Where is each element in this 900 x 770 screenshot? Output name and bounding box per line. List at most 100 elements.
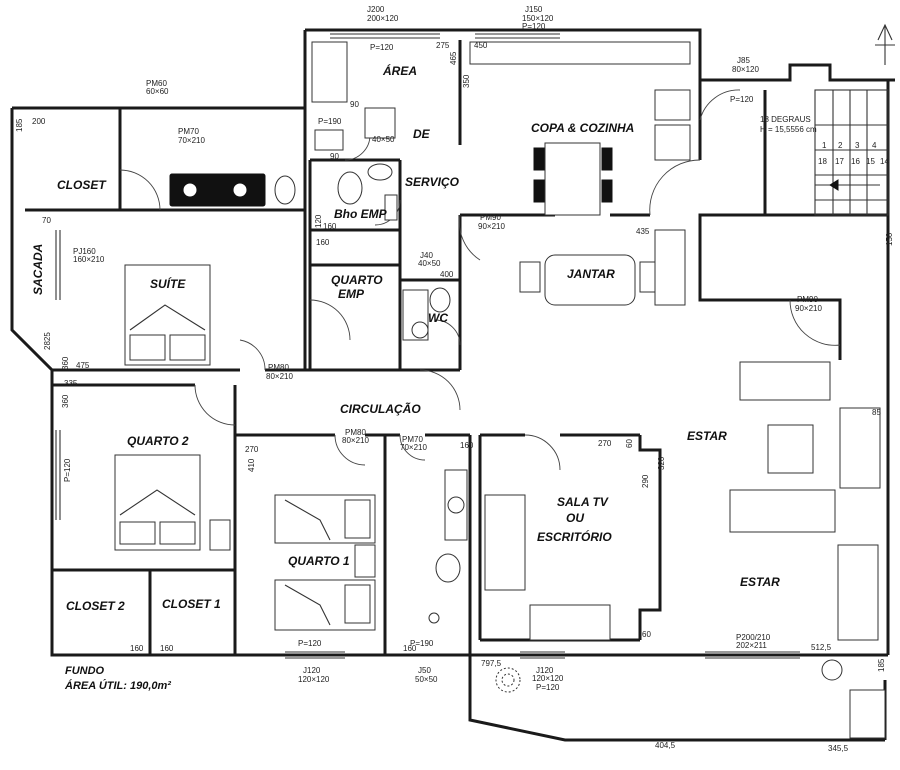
- dim-pm70x: PM70: [402, 435, 423, 444]
- dim-j120-sala: J120: [536, 666, 554, 675]
- stair-step-4: 4: [872, 141, 877, 150]
- dim-185b: 185: [877, 658, 886, 672]
- kitchen-fixtures: [311, 41, 691, 216]
- label-closet: CLOSET: [57, 178, 107, 192]
- dim-p190-serv: P=190: [318, 117, 342, 126]
- dim-160c: 160: [460, 441, 474, 450]
- dim-360b: 360: [61, 394, 70, 408]
- dim-j50b: 50×50: [415, 675, 438, 684]
- stair-labels: 18 DEGRAUS H = 15,5556 cm 1 2 3 4 18 17 …: [760, 115, 889, 166]
- living-furniture: [484, 229, 886, 739]
- dim-j120d-sala: 120×120: [532, 674, 564, 683]
- label-area: ÁREA: [382, 63, 417, 78]
- dim-200: 200: [32, 117, 46, 126]
- dim-j2c: P=120: [522, 22, 546, 31]
- dim-60b: 60: [642, 630, 651, 639]
- dim-435: 435: [636, 227, 650, 236]
- label-bho-emp: Bho EMP: [334, 207, 388, 221]
- label-quarto-2: QUARTO 2: [127, 434, 189, 448]
- dim-pm60: PM60: [146, 79, 167, 88]
- dim-185: 185: [15, 118, 24, 132]
- dim-pm60b: 60×60: [146, 87, 169, 96]
- stair-step-3: 3: [855, 141, 860, 150]
- dim-160f: 160: [403, 644, 417, 653]
- label-quarto-emp-2: EMP: [338, 287, 365, 301]
- stair-step-16: 16: [851, 157, 860, 166]
- dim-p120-top: P=120: [370, 43, 394, 52]
- dim-pm90: PM90: [797, 295, 818, 304]
- dim-3455: 345,5: [828, 744, 849, 753]
- label-closet-2: CLOSET 2: [66, 599, 125, 613]
- label-quarto-1: QUARTO 1: [288, 554, 350, 568]
- staircase: [814, 89, 889, 216]
- label-jantar: JANTAR: [567, 267, 615, 281]
- dim-j85: J85: [737, 56, 750, 65]
- dim-70: 70: [42, 216, 51, 225]
- dim-160d: 160: [130, 644, 144, 653]
- stair-step-14: 14: [880, 157, 889, 166]
- dim-j120b-q1: 120×120: [298, 675, 330, 684]
- label-sala-ou: OU: [566, 511, 584, 525]
- label-de: DE: [413, 127, 431, 141]
- dim-450: 450: [474, 41, 488, 50]
- dim-320: 320: [657, 456, 666, 470]
- plan-area: ÁREA ÚTIL: 190,0m²: [64, 679, 171, 692]
- dim-pm80a: PM80: [268, 363, 289, 372]
- dim-150: 150: [885, 232, 894, 246]
- dim-j2: J150: [525, 5, 543, 14]
- dim-pm70xb: 70×210: [400, 443, 427, 452]
- label-estar-lower: ESTAR: [740, 575, 780, 589]
- dim-160a: 160: [323, 222, 337, 231]
- stair-step-17: 17: [835, 157, 844, 166]
- dim-j2b: 150×120: [522, 14, 554, 23]
- label-sala-escritorio: ESCRITÓRIO: [537, 529, 612, 544]
- dim-pm90b: 90×210: [795, 304, 822, 313]
- dim-270a: 270: [245, 445, 259, 454]
- dim-pm70b: 70×210: [178, 136, 205, 145]
- dim-pm70: PM70: [178, 127, 199, 136]
- dim-4045: 404,5: [655, 741, 676, 750]
- dim-p190-wc: P=190: [410, 639, 434, 648]
- dimension-annotations: J200 200×120 J150 150×120 P=120 P=120 27…: [15, 5, 894, 753]
- dim-j40-serv: 40×50: [372, 135, 395, 144]
- plant-icon: [495, 667, 521, 693]
- dim-360: 360: [61, 356, 70, 370]
- dim-pm90c: PM90: [480, 213, 501, 222]
- dim-60a: 60: [625, 439, 634, 448]
- plan-title: FUNDO: [65, 665, 105, 677]
- dim-j120-q1: J120: [303, 666, 321, 675]
- dim-p200: P200/210: [736, 633, 771, 642]
- label-estar-upper: ESTAR: [687, 429, 727, 443]
- dim-pf160b: 160×210: [73, 255, 105, 264]
- dim-410: 410: [247, 458, 256, 472]
- dim-p200b: 202×211: [736, 641, 767, 650]
- dim-pf160: PJ160: [73, 247, 96, 256]
- dim-pm80ab: 80×210: [266, 372, 293, 381]
- dim-270b: 270: [598, 439, 612, 448]
- dim-160e: 160: [160, 644, 174, 653]
- room-labels: ÁREA DE SERVIÇO COPA & COZINHA CLOSET Bh…: [31, 63, 780, 613]
- dim-2825: 2825: [43, 332, 52, 350]
- stair-step-15: 15: [866, 157, 875, 166]
- dim-475: 475: [76, 361, 90, 370]
- dim-j120c-sala: P=120: [536, 683, 560, 692]
- dim-85: 85: [872, 408, 881, 417]
- plan-footer: FUNDO ÁREA ÚTIL: 190,0m²: [64, 665, 171, 692]
- dim-290: 290: [641, 474, 650, 488]
- dim-j40: J40: [420, 251, 433, 260]
- dim-pm80bb: 80×210: [342, 436, 369, 445]
- dim-pm80b: PM80: [345, 428, 366, 437]
- dim-j1b: 200×120: [367, 14, 399, 23]
- stair-step-18: 18: [818, 157, 827, 166]
- dim-j50: J50: [418, 666, 431, 675]
- dim-120: 120: [314, 214, 323, 228]
- bathroom-fixtures: [169, 163, 468, 624]
- label-servico: SERVIÇO: [405, 175, 460, 189]
- label-quarto-emp-1: QUARTO: [331, 273, 383, 287]
- stair-step-2: 2: [838, 141, 843, 150]
- north-arrow-icon: [875, 23, 895, 65]
- dim-7975: 797,5: [481, 659, 502, 668]
- dim-p120-q2: P=120: [63, 458, 72, 482]
- dim-pm90cb: 90×210: [478, 222, 505, 231]
